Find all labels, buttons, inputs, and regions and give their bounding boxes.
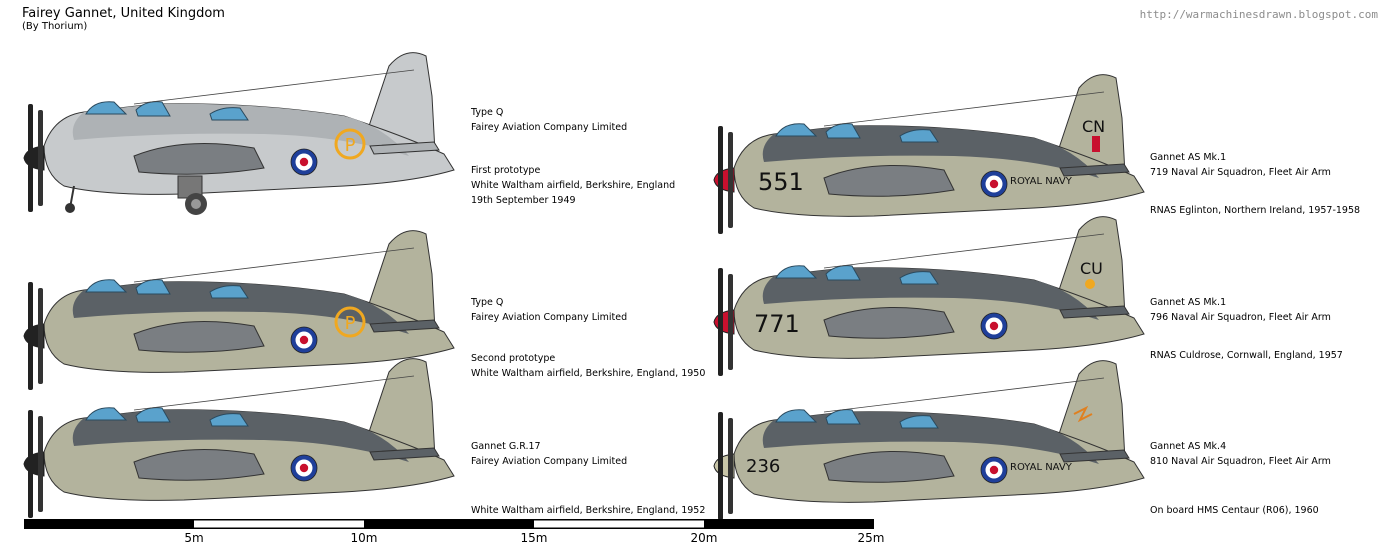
aircraft-place: White Waltham airfield, Berkshire, Engla… bbox=[471, 180, 676, 191]
aircraft-profile-silver-prototype: P bbox=[23, 52, 455, 215]
scale-tick-label: 10m bbox=[350, 531, 378, 545]
navy-marking: ROYAL NAVY bbox=[1010, 462, 1073, 473]
aircraft-4-caption: Gannet AS Mk.1 719 Naval Air Squadron, F… bbox=[1150, 150, 1360, 218]
aircraft-profile-gr17 bbox=[23, 358, 455, 519]
navy-marking: ROYAL NAVY bbox=[1010, 176, 1073, 187]
aircraft-note: First prototype bbox=[471, 165, 541, 176]
aircraft-unit: 719 Naval Air Squadron, Fleet Air Arm bbox=[1150, 167, 1331, 178]
aircraft-3-caption: Gannet G.R.17 Fairey Aviation Company Li… bbox=[471, 439, 705, 518]
aircraft-type: Type Q bbox=[471, 297, 504, 308]
aircraft-5-caption: Gannet AS Mk.1 796 Naval Air Squadron, F… bbox=[1150, 295, 1343, 363]
aircraft-profile-second-prototype: P bbox=[23, 230, 455, 391]
aircraft-6-caption: Gannet AS Mk.4 810 Naval Air Squadron, F… bbox=[1150, 439, 1331, 518]
aircraft-place: RNAS Culdrose, Cornwall, England, 1957 bbox=[1150, 350, 1343, 361]
aircraft-unit: 810 Naval Air Squadron, Fleet Air Arm bbox=[1150, 456, 1331, 467]
aircraft-code: 236 bbox=[746, 456, 780, 477]
aircraft-type: Type Q bbox=[471, 107, 504, 118]
scale-tick-label: 5m bbox=[184, 531, 204, 545]
aircraft-type: Gannet AS Mk.1 bbox=[1150, 152, 1227, 163]
scale-tick-label: 20m bbox=[690, 531, 718, 545]
aircraft-note: Second prototype bbox=[471, 353, 556, 364]
scale-tick-label: 25m bbox=[857, 531, 885, 545]
aircraft-place: White Waltham airfield, Berkshire, Engla… bbox=[471, 368, 706, 379]
aircraft-date: 19th September 1949 bbox=[471, 195, 576, 206]
aircraft-1-caption: Type Q Fairey Aviation Company Limited F… bbox=[471, 105, 675, 208]
aircraft-marking: P bbox=[345, 313, 356, 334]
aircraft-unit: 796 Naval Air Squadron, Fleet Air Arm bbox=[1150, 312, 1331, 323]
aircraft-marking: P bbox=[345, 135, 356, 156]
tail-code: CU bbox=[1080, 259, 1103, 278]
blog-url-link[interactable]: http://warmachinesdrawn.blogspot.com bbox=[1139, 8, 1378, 21]
aircraft-maker: Fairey Aviation Company Limited bbox=[471, 456, 628, 467]
aircraft-place: RNAS Eglinton, Northern Ireland, 1957-19… bbox=[1150, 205, 1361, 216]
aircraft-code: 771 bbox=[754, 310, 800, 338]
tail-code: CN bbox=[1082, 117, 1105, 136]
aircraft-maker: Fairey Aviation Company Limited bbox=[471, 312, 628, 323]
aircraft-type: Gannet AS Mk.4 bbox=[1150, 441, 1227, 452]
scale-tick-label: 15m bbox=[520, 531, 548, 545]
scale-bar bbox=[24, 519, 874, 529]
aircraft-place: On board HMS Centaur (R06), 1960 bbox=[1150, 505, 1319, 516]
aircraft-maker: Fairey Aviation Company Limited bbox=[471, 122, 628, 133]
author-byline: (By Thorium) bbox=[22, 21, 88, 32]
aircraft-place: White Waltham airfield, Berkshire, Engla… bbox=[471, 505, 706, 516]
aircraft-profile-719-nas: 551 ROYAL NAVY CN bbox=[713, 74, 1145, 235]
page-title: Fairey Gannet, United Kingdom bbox=[22, 6, 225, 21]
aircraft-code: 551 bbox=[758, 168, 804, 196]
aircraft-type: Gannet AS Mk.1 bbox=[1150, 297, 1227, 308]
aircraft-profile-810-nas: 236 ROYAL NAVY bbox=[713, 360, 1145, 521]
aircraft-2-caption: Type Q Fairey Aviation Company Limited S… bbox=[471, 295, 705, 381]
aircraft-type: Gannet G.R.17 bbox=[471, 441, 541, 452]
aircraft-profile-796-nas: 771 CU bbox=[713, 216, 1145, 377]
